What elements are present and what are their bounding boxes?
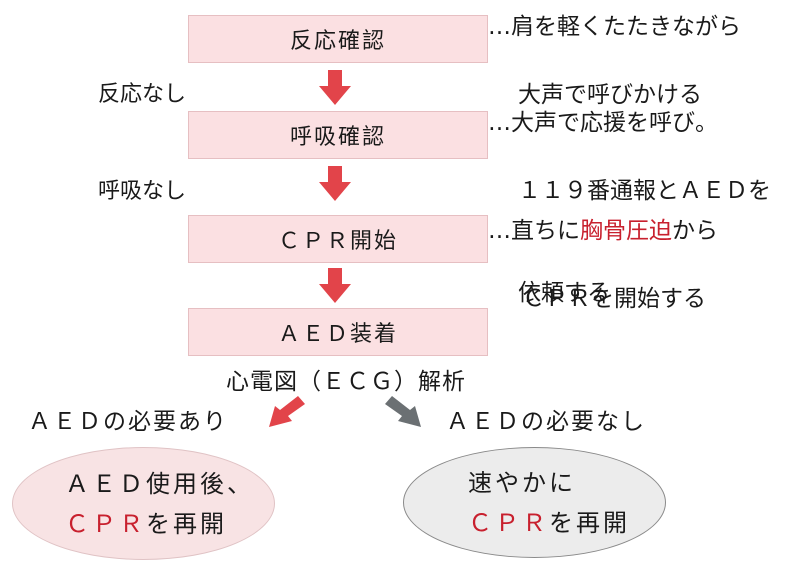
step-box-breathing-check: 呼吸確認 bbox=[188, 111, 488, 159]
outcome-text: を再開 bbox=[549, 508, 630, 537]
down-left-arrow-icon bbox=[269, 396, 305, 427]
down-arrow-icon bbox=[319, 166, 351, 201]
cpr-highlight: ＣＰＲ bbox=[468, 508, 549, 537]
note-line: 依頼する bbox=[518, 280, 610, 306]
note-breathing-check: …大声で応援を呼び。 １１９番通報とＡＥＤを 依頼する bbox=[488, 106, 771, 310]
note-ellipsis: … bbox=[488, 218, 511, 244]
outcome-text: を再開 bbox=[146, 509, 227, 538]
note-line: １１９番通報とＡＥＤを bbox=[518, 178, 771, 204]
branch-label-aed-not-needed: ＡＥＤの必要なし bbox=[446, 409, 646, 435]
note-ellipsis: … bbox=[488, 110, 511, 136]
note-line: 肩を軽くたたきながら bbox=[511, 14, 741, 40]
note-line: ＣＰＲを開始する bbox=[522, 286, 706, 312]
note-highlight-chest-compression: 胸骨圧迫 bbox=[580, 218, 672, 244]
ecg-analysis-label: 心電図（ＥＣＧ）解析 bbox=[226, 369, 466, 395]
down-arrow-icon bbox=[319, 268, 351, 303]
note-response-check: …肩を軽くたたきながら 大声で呼びかける bbox=[488, 10, 741, 112]
note-text: から bbox=[672, 218, 718, 244]
outcome-line: 速やかに bbox=[468, 468, 576, 497]
step-box-response-check: 反応確認 bbox=[188, 15, 488, 63]
outcome-line: ＡＥＤ使用後、 bbox=[65, 469, 254, 498]
step-label: 呼吸確認 bbox=[289, 125, 386, 150]
outcome-line: ＣＰＲを再開 bbox=[65, 504, 274, 544]
note-line: 大声で呼びかける bbox=[518, 82, 702, 108]
step-label: 反応確認 bbox=[289, 29, 386, 54]
step-label: ＣＰＲ開始 bbox=[277, 229, 398, 254]
note-line: 大声で応援を呼び。 bbox=[511, 110, 718, 136]
note-cpr-start: …直ちに胸骨圧迫から ＣＰＲを開始する bbox=[488, 214, 718, 316]
outcome-line: ＣＰＲを再開 bbox=[468, 503, 665, 543]
step-box-cpr-start: ＣＰＲ開始 bbox=[188, 215, 488, 263]
cpr-highlight: ＣＰＲ bbox=[65, 509, 146, 538]
step-label: ＡＥＤ装着 bbox=[277, 322, 398, 347]
condition-no-response: 反応なし bbox=[98, 82, 187, 107]
down-right-arrow-icon bbox=[385, 396, 421, 427]
note-ellipsis: … bbox=[488, 14, 511, 40]
note-text: 直ちに bbox=[511, 218, 580, 244]
outcome-aed-used-resume-cpr: ＡＥＤ使用後、 ＣＰＲを再開 bbox=[12, 447, 275, 560]
condition-no-breathing: 呼吸なし bbox=[98, 179, 187, 204]
step-box-aed-attach: ＡＥＤ装着 bbox=[188, 308, 488, 356]
branch-label-aed-needed: ＡＥＤの必要あり bbox=[28, 409, 228, 435]
outcome-resume-cpr-immediately: 速やかに ＣＰＲを再開 bbox=[403, 447, 666, 558]
down-arrow-icon bbox=[319, 70, 351, 105]
